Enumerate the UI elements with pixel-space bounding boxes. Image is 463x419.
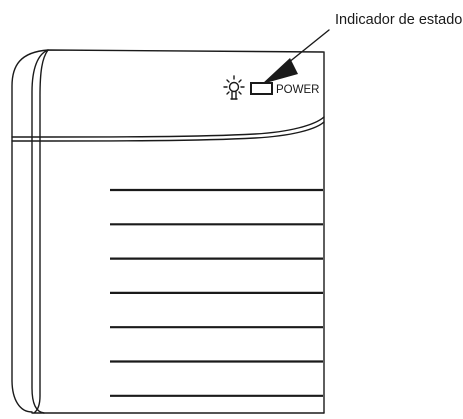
top-cover-seam-upper: [11, 116, 325, 138]
device-body: POWER: [11, 49, 325, 414]
front-face-left-edge: [33, 49, 49, 414]
ventilation-slots: [110, 188, 323, 397]
top-cover-seam-lower: [11, 121, 325, 142]
light-bulb-icon: [223, 75, 245, 100]
callout-arrowhead: [262, 58, 298, 84]
power-label: POWER: [276, 84, 319, 96]
power-led-window: [250, 82, 273, 95]
side-panel-outer-edge: [11, 49, 324, 413]
callout-label: Indicador de estado: [335, 12, 462, 28]
status-indicator: POWER: [223, 75, 319, 100]
side-panel-inner-edge: [31, 49, 49, 414]
